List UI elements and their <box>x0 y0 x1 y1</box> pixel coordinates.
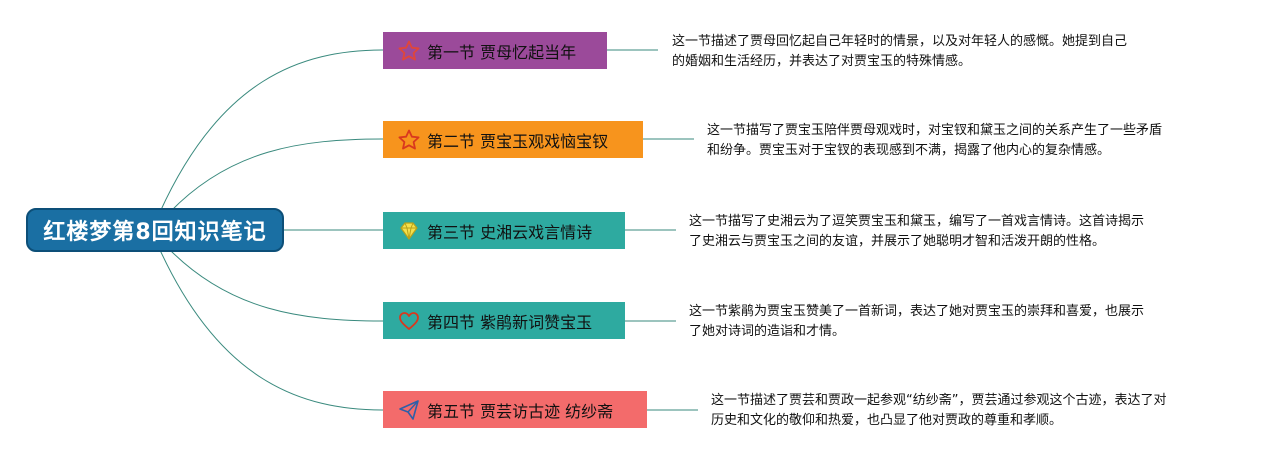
diamond-icon <box>397 219 421 243</box>
topic-node-3[interactable]: 第三节 史湘云戏言情诗 <box>383 212 625 249</box>
topic-node-4[interactable]: 第四节 紫鹃新词赞宝玉 <box>383 302 625 339</box>
paper-plane-icon <box>397 398 421 422</box>
description-line: 和纷争。贾宝玉对于宝钗的表现感到不满，揭露了他内心的复杂情感。 <box>707 143 1111 158</box>
description-line: 这一节描写了贾宝玉陪伴贾母观戏时，对宝钗和黛玉之间的关系产生了一些矛盾 <box>707 123 1163 138</box>
topic-label-5: 第五节 贾芸访古迹 纺纱斋 <box>427 401 614 421</box>
topic-description-3: 这一节描写了史湘云为了逗笑贾宝玉和黛玉，编写了一首戏言情诗。这首诗揭示 了史湘云… <box>689 212 1189 252</box>
description-line: 这一节描述了贾芸和贾政一起参观“纺纱斋”，贾芸通过参观这个古迹，表达了对 <box>711 393 1167 408</box>
description-line: 了她对诗词的造诣和才情。 <box>689 324 846 339</box>
topic-label-2: 第二节 贾宝玉观戏恼宝钗 <box>427 131 609 151</box>
topic-description-4: 这一节紫鹃为贾宝玉赞美了一首新词，表达了她对贾宝玉的崇拜和喜爱，也展示 了她对诗… <box>689 302 1189 342</box>
star-icon <box>397 39 421 63</box>
branch-line-2 <box>169 138 384 213</box>
topic-label-1: 第一节 贾母忆起当年 <box>427 42 577 62</box>
topic-description-2: 这一节描写了贾宝玉陪伴贾母观戏时，对宝钗和黛玉之间的关系产生了一些矛盾 和纷争。… <box>707 121 1207 161</box>
topic-label-4: 第四节 紫鹃新词赞宝玉 <box>427 312 593 332</box>
star-icon <box>397 128 421 152</box>
description-line: 历史和文化的敬仰和热爱，也凸显了他对贾政的尊重和孝顺。 <box>711 413 1063 428</box>
branch-line-4 <box>169 249 384 322</box>
topic-description-5: 这一节描述了贾芸和贾政一起参观“纺纱斋”，贾芸通过参观这个古迹，表达了对 历史和… <box>711 391 1211 431</box>
branch-line-5 <box>159 249 384 411</box>
topic-node-1[interactable]: 第一节 贾母忆起当年 <box>383 32 607 69</box>
root-title: 红楼梦第8回知识笔记 <box>43 220 267 245</box>
description-line: 的婚姻和生活经历，并表达了对贾宝玉的特殊情感。 <box>672 54 972 69</box>
topic-description-1: 这一节描述了贾母回忆起自己年轻时的情景，以及对年轻人的感慨。她提到自己 的婚姻和… <box>672 32 1172 72</box>
description-line: 了史湘云与贾宝玉之间的友谊，并展示了她聪明才智和活泼开朗的性格。 <box>689 234 1106 249</box>
topic-label-3: 第三节 史湘云戏言情诗 <box>427 222 593 242</box>
description-line: 这一节紫鹃为贾宝玉赞美了一首新词，表达了她对贾宝玉的崇拜和喜爱，也展示 <box>689 304 1145 319</box>
description-line: 这一节描写了史湘云为了逗笑贾宝玉和黛玉，编写了一首戏言情诗。这首诗揭示 <box>689 214 1145 229</box>
branch-line-1 <box>159 49 384 213</box>
topic-node-2[interactable]: 第二节 贾宝玉观戏恼宝钗 <box>383 121 643 158</box>
topic-node-5[interactable]: 第五节 贾芸访古迹 纺纱斋 <box>383 391 647 428</box>
root-topic[interactable]: 红楼梦第8回知识笔记 <box>26 208 284 252</box>
description-line: 这一节描述了贾母回忆起自己年轻时的情景，以及对年轻人的感慨。她提到自己 <box>672 34 1128 49</box>
heart-icon <box>397 309 421 333</box>
